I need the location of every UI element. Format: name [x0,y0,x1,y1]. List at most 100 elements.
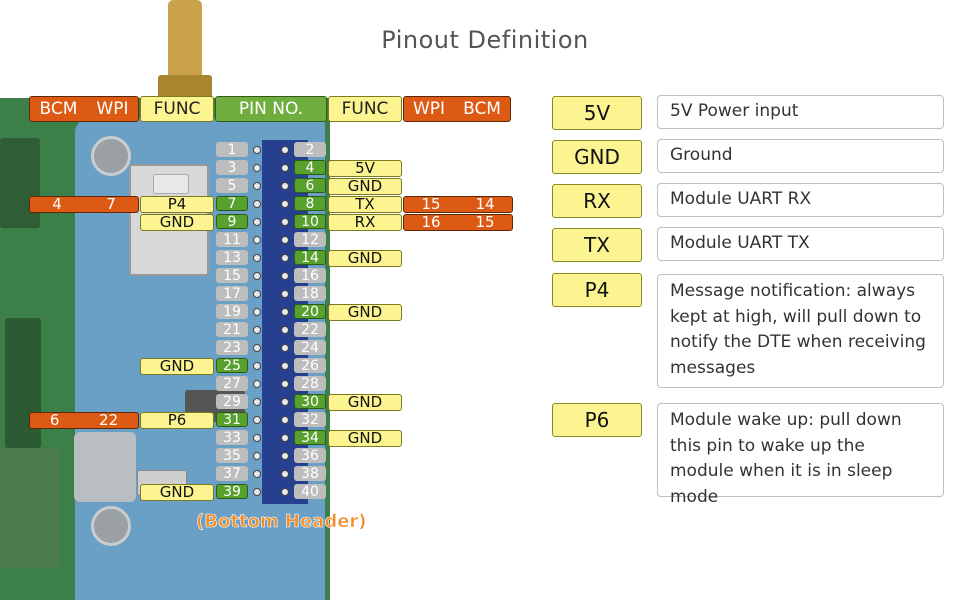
pin-38-pad [281,470,289,478]
pin-28-number: 28 [294,376,326,391]
pin20-func: GND [328,304,402,321]
pin-8-number: 8 [294,196,326,211]
pin30-func: GND [328,394,402,411]
pin-39-number: 39 [216,484,248,499]
pin-16-number: 16 [294,268,326,283]
pin-30-pad [281,398,289,406]
pin-19-number: 19 [216,304,248,319]
pin-38-number: 38 [294,466,326,481]
pin10-func: RX [328,214,402,231]
header-wpi-label: WPI [96,98,129,119]
legend-key-p4: P4 [552,273,642,307]
pin-35-pad [253,452,261,460]
pin-40-pad [281,488,289,496]
pin31-func: P6 [140,412,214,429]
pin31-wpi: 22 [99,411,119,429]
pin-7-number: 7 [216,196,248,211]
pin-11-pad [253,236,261,244]
pin8-wpi: 15 [421,195,441,213]
pin-27-number: 27 [216,376,248,391]
pin14-func: GND [328,250,402,267]
pin-37-number: 37 [216,466,248,481]
pin34-func: GND [328,430,402,447]
pin-5-number: 5 [216,178,248,193]
pin-26-number: 26 [294,358,326,373]
pin-17-pad [253,290,261,298]
pin-34-pad [281,434,289,442]
pin-36-number: 36 [294,448,326,463]
pin-19-pad [253,308,261,316]
pin-3-pad [253,164,261,172]
pin-23-number: 23 [216,340,248,355]
pin-14-pad [281,254,289,262]
board-component [0,138,40,228]
legend-desc-p6: Module wake up: pull down this pin to wa… [657,403,944,507]
pin-33-pad [253,434,261,442]
pin-12-number: 12 [294,232,326,247]
pin-16-pad [281,272,289,280]
mounting-hole [91,136,131,176]
legend-desc-gnd: Ground [657,139,944,173]
pin6-func: GND [328,178,402,195]
header-left-bcm-wpi: BCM WPI [29,96,139,122]
pin-33-number: 33 [216,430,248,445]
legend-key-p6: P6 [552,403,642,437]
pin-29-pad [253,398,261,406]
pin39-func: GND [140,484,214,501]
antenna-nut [158,75,212,100]
pin-8-pad [281,200,289,208]
pin31-bcm: 6 [49,411,60,429]
pin-25-number: 25 [216,358,248,373]
pin-25-pad [253,362,261,370]
pin7-bcm-wpi: 4 7 [29,196,139,213]
pin-21-pad [253,326,261,334]
pin-6-number: 6 [294,178,326,193]
pin-35-number: 35 [216,448,248,463]
pin-24-number: 24 [294,340,326,355]
pin-10-pad [281,218,289,226]
pin-22-number: 22 [294,322,326,337]
legend-desc-tx: Module UART TX [657,227,944,261]
legend-desc-5v: 5V Power input [657,95,944,129]
pin-12-pad [281,236,289,244]
header-pin-no: PIN NO. [215,96,327,122]
header-left-func: FUNC [140,96,214,122]
header-bcm-label: BCM [39,98,78,119]
pin8-wpi-bcm: 15 14 [403,196,513,213]
bottom-header-label: (Bottom Header) [196,511,367,533]
pin-18-pad [281,290,289,298]
pin-40-number: 40 [294,484,326,499]
pin25-func: GND [140,358,214,375]
pin-5-pad [253,182,261,190]
pin-29-number: 29 [216,394,248,409]
pin-15-number: 15 [216,268,248,283]
pin7-wpi: 7 [106,195,116,213]
pin8-bcm: 14 [475,195,495,213]
pin-20-pad [281,308,289,316]
pin-34-number: 34 [294,430,326,445]
pin31-bcm-wpi: 6 22 [29,412,139,429]
pin-1-number: 1 [216,142,248,157]
pin-4-pad [281,164,289,172]
pin-32-pad [281,416,289,424]
header-right-wpi-bcm: WPI BCM [403,96,511,122]
pin-10-number: 10 [294,214,326,229]
pin-1-pad [253,146,261,154]
pin-18-number: 18 [294,286,326,301]
pin-39-pad [253,488,261,496]
pin-3-number: 3 [216,160,248,175]
pin-4-number: 4 [294,160,326,175]
pin-15-pad [253,272,261,280]
pin-21-number: 21 [216,322,248,337]
legend-desc-p4: Message notification: always kept at hig… [657,274,944,388]
pin7-bcm: 4 [52,195,62,213]
module-chip [153,174,189,194]
pin-6-pad [281,182,289,190]
pin-32-number: 32 [294,412,326,427]
legend-desc-rx: Module UART RX [657,183,944,217]
pin-36-pad [281,452,289,460]
pin-30-number: 30 [294,394,326,409]
pin-13-number: 13 [216,250,248,265]
pin-37-pad [253,470,261,478]
pin-13-pad [253,254,261,262]
